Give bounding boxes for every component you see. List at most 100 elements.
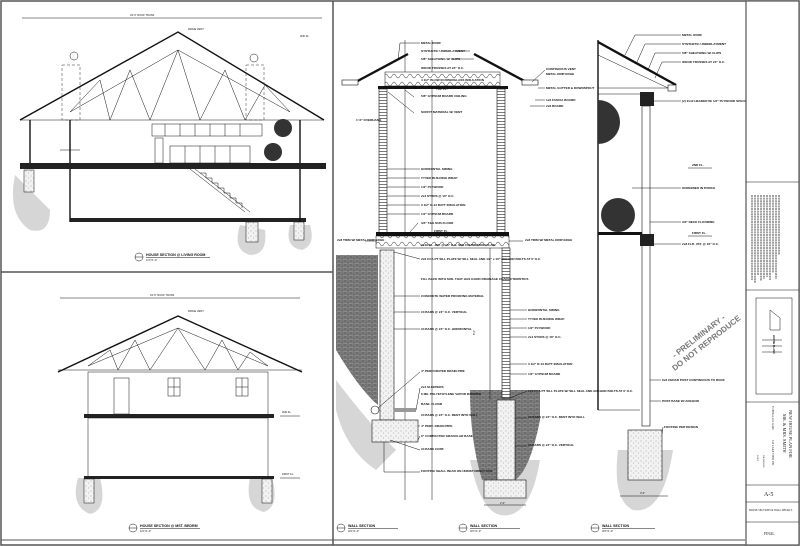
callout-label: 2ND FL. xyxy=(300,34,310,38)
callout-label: #4 BARS @ 24" O.C. VERTICAL xyxy=(528,443,574,447)
callout-label: CONTINUOUS VENT xyxy=(546,67,576,71)
callout-label: 1'-0" OVERHANG xyxy=(356,118,382,122)
callout-label: 6" COMPACTED GRANULAR BASE xyxy=(421,434,473,438)
callout-label: 3/4"=1'-0" xyxy=(602,529,613,533)
sheet-title: HOUSE SECTIONS & WALL DETAILS xyxy=(749,509,793,512)
callout-label: FOOTING SHALL BEAR ON UNDISTURBED SOIL xyxy=(421,469,493,473)
callout-label: CONCRETE WATER PROOFING MATERIAL xyxy=(421,294,484,298)
view-title-wall-section-2: WALL SECTION 3/4"=1'-0" xyxy=(458,523,520,533)
callout-label: 2x4 STUDS @ 16" O.C. xyxy=(421,194,455,198)
notes-block xyxy=(751,195,780,283)
sheet-number: A-5 xyxy=(764,492,773,498)
callout-label: WOOD TRUSSES AT 24" O.C. xyxy=(421,66,464,70)
callout-label: TOP PL. xyxy=(436,87,448,91)
callout-label: 1/2" GYPSUM BOARD xyxy=(421,212,454,216)
callout-label: MR. & MRS. SMITH xyxy=(782,414,787,454)
callout-label: 1/2" PLYWOOD xyxy=(421,185,444,189)
callout-label: DATE: xyxy=(756,455,759,462)
callout-label: 3/4" DECK FLOORING xyxy=(682,220,715,224)
callout-label: #4 BARS @ 24" O.C. HORIZONTAL xyxy=(421,327,472,331)
foundation-callouts: 2x10 FL. JST. @ 16" O.C. SEE FOUNDATION … xyxy=(377,243,633,473)
callout-label: 2ND FL. xyxy=(692,163,704,167)
view-title-master-bedroom: HOUSE SECTION @ MST. BEDRM 1/4"=1'-0" xyxy=(128,523,200,533)
callout-label: 5/8" SHEATHING W/ CLIPS xyxy=(421,57,460,61)
callout-label: 3 1/2" R-13 BATT INSULATION xyxy=(421,203,466,207)
callout-label: FILL BACK WITH SOIL THAT HAS GOOD DRAINA… xyxy=(421,277,528,281)
callout-label: WOOD TRUSSES AT 24" O.C. xyxy=(682,60,725,64)
callout-label: 2x10 FL. JST. @ 16" O.C. SEE FOUNDATION … xyxy=(421,243,496,247)
callout-label: 1/4"=1'-0" xyxy=(146,258,157,262)
view-title-wall-section-1: WALL SECTION 3/4"=1'-0" xyxy=(336,523,398,533)
callout-label: FIRST FL. xyxy=(282,472,294,476)
callout-label: 2x4 STUDS @ 16" O.C. xyxy=(528,335,562,339)
callout-label: METAL ROOF xyxy=(682,33,702,37)
callout-label: METAL GUTTER & DOWNSPOUT xyxy=(546,86,594,90)
callout-label: TYVEK BUILDING WRAP xyxy=(528,317,564,321)
callout-label: DO NOT REPRODUCE xyxy=(670,313,743,372)
callout-label: METAL DRIP EDGE xyxy=(546,72,574,76)
sheet-status: FINAL xyxy=(764,532,775,536)
porch-wall-section: 3'-0" METAL ROOF SYNTHETIC UNDERLAYMENT … xyxy=(597,33,750,511)
callout-label: WALL SECTION xyxy=(602,524,629,528)
callout-label: WALL SECTION xyxy=(348,524,375,528)
callout-label: METAL ROOF xyxy=(421,41,441,45)
callout-label: 34'-0" ROOF TRUSS xyxy=(130,13,155,17)
callout-label: 2x8 TRIM W/ METAL DRIP EDGE xyxy=(525,238,572,242)
callout-label: 2x4 SLEEPERS xyxy=(421,385,444,389)
callout-label: 123 LAKE VIEW DR. xyxy=(771,440,774,466)
callout-label: 3 1/2" R-13 BATT INSULATION xyxy=(528,362,573,366)
callout-label: 4 1/2" BLOW IN FIBERGLASS INSULATION xyxy=(421,78,485,82)
callout-label: BASE. FLOOR xyxy=(421,402,443,406)
callout-label: FIRST FL. xyxy=(434,229,449,233)
callout-label: 4" PERFORATED DRAIN PIPE xyxy=(421,369,465,373)
callout-label: 3'-0" xyxy=(640,491,645,495)
company-logo: HOUSE PLANS xyxy=(755,297,793,395)
callout-label: 6x6 CEDAR POST CONTINUOUS TO ROOF xyxy=(662,378,725,382)
house-section-master-bedroom: 34'-0" ROOF TRUSS RIDGE VENT 2ND FL. FIR… xyxy=(57,293,303,514)
callout-label: 2ND FL. xyxy=(282,410,292,414)
view-title-wall-section-3: WALL SECTION 3/4"=1'-0" xyxy=(590,523,655,533)
door-icon xyxy=(113,377,130,415)
callout-label: TOPEKA, KS 12345 xyxy=(771,406,774,430)
roof-callouts: METAL ROOF SYNTHETIC UNDERLAYMENT 5/8" S… xyxy=(356,41,594,122)
callout-label: 1/4"=1'-0" xyxy=(140,529,151,533)
callout-label: 2x8 BOARD xyxy=(546,104,564,108)
preliminary-watermark: - PRELIMINARY - DO NOT REPRODUCE xyxy=(670,313,743,373)
callout-label: #4 BARS @ 24" O.C. BENT INTO WALL xyxy=(528,415,585,419)
callout-label: HORIZONTAL SIDING xyxy=(528,308,560,312)
callout-label: 3/4"=1'-0" xyxy=(348,529,359,533)
callout-label: 4" PERF. DRAIN PIPE xyxy=(421,424,452,428)
callout-label: 2x6 CCA PT SILL PLATE W/ SILL SEAL AND 1… xyxy=(421,257,541,261)
callout-label: FIRST FL. xyxy=(692,231,707,235)
callout-label: 34'-0" ROOF TRUSS xyxy=(150,293,175,297)
callout-label: HORIZONTAL SIDING xyxy=(421,167,453,171)
callout-label: HOUSE SECTION @ MST. BEDRM xyxy=(140,524,198,528)
callout-label: 3/4" T&G SUB-FLOOR xyxy=(421,221,454,225)
callout-label: 8'-0" xyxy=(472,330,476,335)
callout-label: SYNTHETIC UNDERLAYMENT xyxy=(682,42,726,46)
wall-callouts: HORIZONTAL SIDING TYVEK BUILDING WRAP 1/… xyxy=(337,167,572,242)
callout-label: 5/8" GYPSUM BOARD CEILING xyxy=(421,94,467,98)
callout-label: #4 BARS @ 24" O.C. BENT INTO WALL xyxy=(421,413,478,417)
callout-label: SOFFIT MATERIAL W/ VENT xyxy=(421,110,462,114)
callout-label: #4 BARS CONT. xyxy=(421,447,444,451)
callout-label: WALL SECTION xyxy=(470,524,497,528)
callout-label: DRAWN BY: xyxy=(762,455,765,469)
callout-label: 2x6 CCA PT SILL PLATE W/ SILL SEAL AND A… xyxy=(528,389,633,393)
callout-label: SCREENED IN PORCH xyxy=(682,186,716,190)
project-info: NEW HOUSE PLAN FOR MR. & MRS. SMITH 123 … xyxy=(756,406,793,469)
callout-label: 1/2" GYPSUM BOARD xyxy=(528,372,561,376)
callout-label: 3/4"=1'-0" xyxy=(470,529,481,533)
callout-label: HOUSE PLANS xyxy=(772,335,776,354)
callout-label: 1/2" PLYWOOD xyxy=(528,326,551,330)
wall-section-detail: 2'-0" 8'-0" METAL ROOF SYNTHETIC UNDERLA… xyxy=(336,40,633,516)
callout-label: #4 BARS @ 24" O.C. VERTICAL xyxy=(421,310,467,314)
callout-label: 2'-0" xyxy=(500,501,505,505)
title-block: HOUSE PLANS NEW HOUSE PLAN FOR MR. & MRS… xyxy=(745,0,800,546)
house-section-living-room: 34'-0" ROOF TRUSS RIDGE VENT 2ND FL. xyxy=(12,13,326,255)
callout-label: NEW HOUSE PLAN FOR xyxy=(788,410,793,458)
callout-label: 5/8" SHEATHING W/ CLIPS xyxy=(682,51,721,55)
callout-label: TYVEK BUILDING WRAP xyxy=(421,176,457,180)
view-title-living-room: HOUSE SECTION @ LIVING ROOM 1/4"=1'-0" xyxy=(134,252,210,262)
